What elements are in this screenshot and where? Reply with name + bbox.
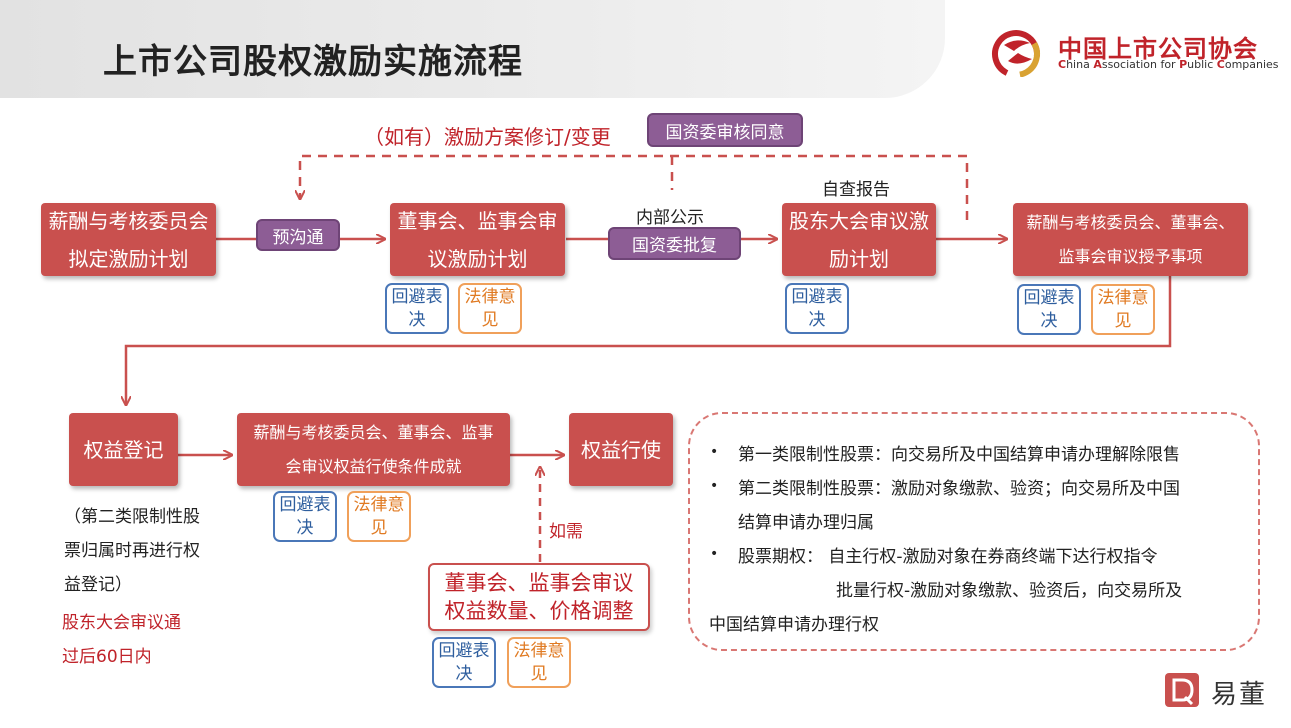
avoid-vote-tag: 回避表决 [432,637,496,688]
sasac-reply-box: 国资委批复 [608,227,741,260]
page-title: 上市公司股权激励实施流程 [103,42,523,82]
note-line-3c: 中国结算申请办理行权 [709,615,879,635]
step-shareholder-review: 股东大会审议激励计划 [782,203,936,276]
note-line-3a: 股票期权： 自主行权-激励对象在券商终端下达行权指令 [738,547,1158,567]
sasac-approve-box: 国资委审核同意 [647,113,803,147]
pre-communication-box: 预沟通 [256,219,340,251]
association-logo-icon [992,30,1040,77]
bullet-3: • [710,546,719,562]
legal-opinion-tag: 法律意见 [347,491,411,542]
brand-name: 易董 [1211,680,1268,710]
step-equity-exercise: 权益行使 [569,413,673,486]
logo-en-part: C [1216,58,1225,71]
logo-en-part: C [1058,58,1067,71]
note-line-1: 第一类限制性股票：向交易所及中国结算申请办理解除限售 [738,445,1180,465]
header-band [0,0,945,98]
registration-deadline: 股东大会审议通过后60日内 [62,613,181,667]
logo-en-part: ompanies [1224,58,1279,71]
self-report-label: 自查报告 [822,180,890,200]
step-equity-registration: 权益登记 [69,413,178,486]
avoid-vote-tag: 回避表决 [785,283,849,334]
bullet-1: • [710,444,719,460]
note-line-3b: 批量行权-激励对象缴款、验资后，向交易所及 [836,581,1183,601]
logo-english-name: China Association for Public Companies [1058,58,1279,71]
logo-en-part: hina [1066,58,1094,71]
legal-opinion-tag: 法律意见 [507,637,571,688]
registration-note: （第二类限制性股票归属时再进行权益登记） [64,507,200,595]
step-exercise-condition-review: 薪酬与考核委员会、董事会、监事会审议权益行使条件成就 [237,413,510,486]
avoid-vote-tag: 回避表决 [385,283,449,334]
note-line-2a: 第二类限制性股票：激励对象缴款、验资；向交易所及中国 [738,479,1180,499]
logo-en-part: P [1179,58,1188,71]
step-grant-review: 薪酬与考核委员会、董事会、监事会审议授予事项 [1013,203,1248,276]
avoid-vote-tag: 回避表决 [273,491,337,542]
internal-publicity-label: 内部公示 [636,208,704,228]
revise-label: （如有）激励方案修订/变更 [364,125,611,149]
step-board-review: 董事会、监事会审议激励计划 [390,203,565,276]
note-line-2b: 结算申请办理归属 [738,513,874,533]
logo-chinese-name: 中国上市公司协会 [1058,35,1258,63]
logo-en-part: A [1093,58,1102,71]
legal-opinion-tag: 法律意见 [458,283,522,334]
step-draft-plan: 薪酬与考核委员会拟定激励计划 [41,203,216,276]
exercise-notes-box [688,412,1260,651]
logo-en-part: ssociation for [1101,58,1180,71]
price-adjust-box: 董事会、监事会审议权益数量、价格调整 [428,563,650,631]
legal-opinion-tag: 法律意见 [1091,284,1155,335]
brand-logo-icon [1165,673,1199,707]
avoid-vote-tag: 回避表决 [1017,284,1081,335]
as-needed-label: 如需 [549,522,583,542]
logo-en-part: ublic [1187,58,1217,71]
bullet-2: • [710,478,719,494]
